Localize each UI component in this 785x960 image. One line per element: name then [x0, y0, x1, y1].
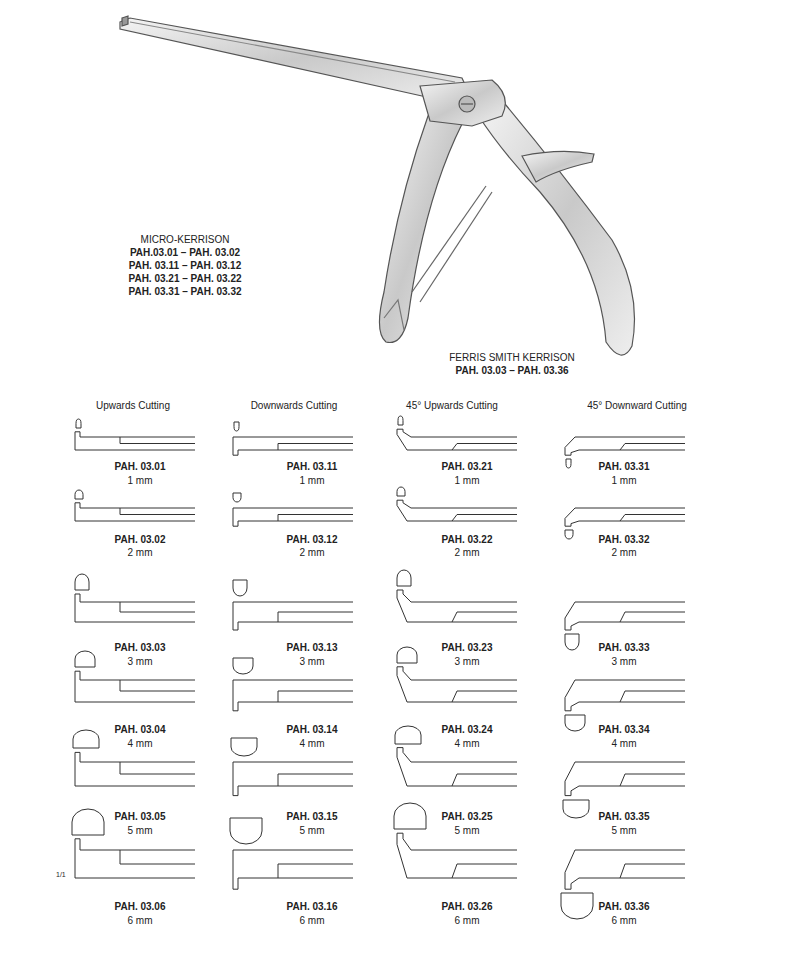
catalog-number: PAH. 03.11: [287, 461, 337, 473]
catalog-number: PAH. 03.22: [442, 534, 493, 546]
label-text: 6 mm: [300, 915, 325, 927]
catalog-number: PAH. 03.03: [115, 642, 166, 654]
catalog-number: PAH. 03.06: [115, 901, 166, 913]
label-text: FERRIS SMITH KERRISON: [449, 352, 575, 364]
label-text: 45° Downward Cutting: [587, 400, 687, 412]
catalog-number: PAH. 03.24: [442, 724, 493, 736]
label-text: 1 mm: [612, 475, 637, 487]
catalog-number: PAH. 03.25: [442, 811, 493, 823]
label-text: 4 mm: [612, 738, 637, 750]
catalog-number: PAH. 03.03 – PAH. 03.36: [455, 365, 568, 377]
catalog-number: PAH. 03.23: [442, 642, 493, 654]
catalog-number: PAH. 03.15: [287, 811, 338, 823]
catalog-number: PAH. 03.21 – PAH. 03.22: [128, 273, 241, 285]
label-text: 6 mm: [455, 915, 480, 927]
catalog-number: PAH. 03.33: [599, 642, 650, 654]
catalog-number: PAH. 03.01: [115, 461, 166, 473]
catalog-number: PAH. 03.04: [115, 724, 166, 736]
label-text: 6 mm: [612, 915, 637, 927]
catalog-number: PAH. 03.34: [599, 724, 650, 736]
label-text: 4 mm: [455, 738, 480, 750]
label-text: 4 mm: [128, 738, 153, 750]
catalog-number: PAH. 03.16: [287, 901, 338, 913]
kerrison-rongeur: [120, 16, 635, 355]
catalog-number: PAH. 03.02: [115, 534, 166, 546]
label-text: 1 mm: [128, 475, 153, 487]
label-text: 3 mm: [300, 656, 325, 668]
label-text: 5 mm: [128, 825, 153, 837]
label-text: 2 mm: [300, 547, 325, 559]
label-text: 1 mm: [455, 475, 480, 487]
catalog-number: PAH. 03.36: [599, 901, 650, 913]
catalog-number: PAH. 03.31: [599, 461, 650, 473]
label-text: 5 mm: [612, 825, 637, 837]
catalog-number: PAH. 03.35: [599, 811, 650, 823]
catalog-number: PAH. 03.26: [442, 901, 493, 913]
label-text: 6 mm: [128, 915, 153, 927]
catalog-number: PAH. 03.31 – PAH. 03.32: [128, 286, 241, 298]
label-text: 2 mm: [612, 547, 637, 559]
label-text: 45° Upwards Cutting: [406, 400, 498, 412]
catalog-number: PAH.03.01 – PAH. 03.02: [130, 247, 240, 259]
label-text: 5 mm: [455, 825, 480, 837]
label-text: 5 mm: [300, 825, 325, 837]
label-text: Upwards Cutting: [96, 400, 170, 412]
tip-profiles: [72, 416, 685, 919]
label-text: Downwards Cutting: [251, 400, 338, 412]
label-text: MICRO-KERRISON: [141, 234, 230, 246]
catalog-number: PAH. 03.21: [442, 461, 493, 473]
catalog-number: PAH. 03.05: [115, 811, 166, 823]
catalog-number: PAH. 03.32: [599, 534, 650, 546]
catalog-number: PAH. 03.11 – PAH. 03.12: [129, 260, 241, 272]
label-text: 2 mm: [455, 547, 480, 559]
label-text: 1 mm: [300, 475, 325, 487]
catalog-number: PAH. 03.14: [287, 724, 338, 736]
label-text: 3 mm: [128, 656, 153, 668]
label-text: 4 mm: [300, 738, 325, 750]
catalog-number: PAH. 03.12: [287, 534, 338, 546]
label-text: 3 mm: [455, 656, 480, 668]
label-text: 2 mm: [128, 547, 153, 559]
label-text: 1/1: [56, 870, 66, 879]
catalog-number: PAH. 03.13: [287, 642, 338, 654]
label-text: 3 mm: [612, 656, 637, 668]
